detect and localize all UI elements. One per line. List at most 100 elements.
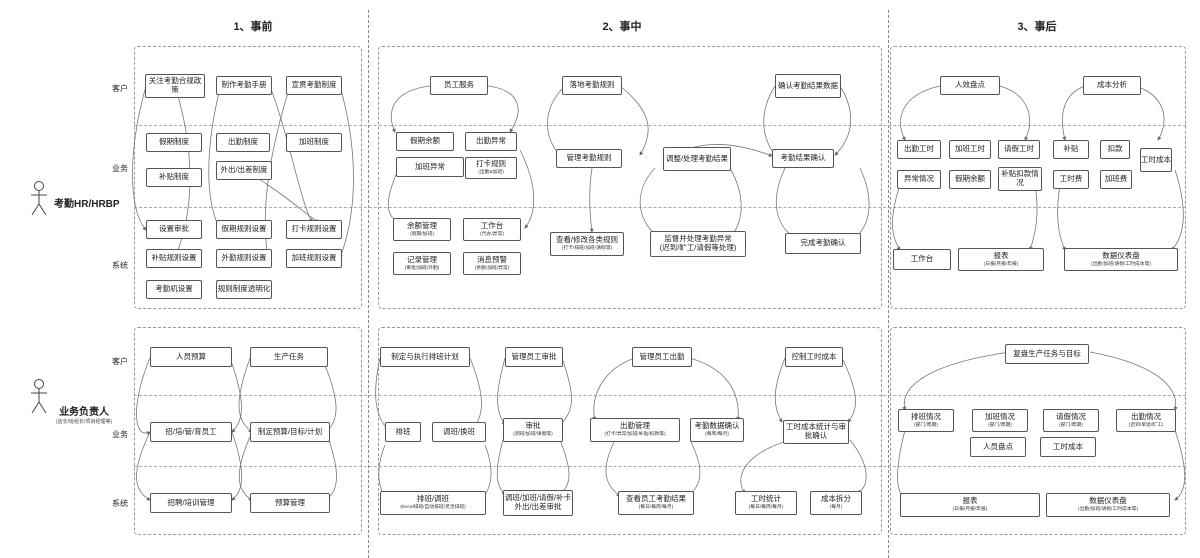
biz-business-node: 招/培/管/育员工	[150, 422, 232, 442]
biz-row-sep-2	[134, 466, 1186, 467]
biz-band-before	[134, 327, 362, 535]
hr-business-node: 假期余额	[396, 132, 454, 151]
hr-row-label-business: 业务	[112, 164, 128, 173]
hr-system-node: 数据仪表盘(出勤/加班/请假/工时成本等)	[1064, 248, 1178, 271]
biz-system-node: 调班/加班/请假/补卡外出/出差审批	[503, 490, 573, 516]
hr-system-node: 消息预警(余额/加班/异常)	[463, 252, 521, 275]
biz-row-label-business: 业务	[112, 430, 128, 439]
phase-divider-1	[368, 10, 369, 558]
hr-system-node: 加班规则设置	[286, 249, 342, 268]
biz-business-node: 请假情况(部门/周期)	[1043, 409, 1099, 432]
hr-customer-node: 落地考勤规则	[562, 76, 622, 95]
hr-business-node: 扣款	[1100, 140, 1130, 159]
hr-system-node: 外勤规则设置	[216, 249, 272, 268]
hr-system-node: 监督并处理考勤异常(迟到/旷工/请假等处理)	[650, 231, 746, 257]
hr-business-node: 加班费	[1100, 170, 1132, 189]
hr-customer-node: 宣贯考勤制度	[286, 76, 342, 95]
biz-person-icon	[31, 379, 47, 414]
hr-role: 考勤HR/HRBP	[54, 195, 120, 210]
hr-row-label-system: 系统	[112, 261, 128, 270]
biz-system-node: 招聘/培训管理	[150, 493, 232, 513]
hr-business-node: 出勤工时	[897, 140, 941, 159]
biz-row-label-customer: 客户	[112, 357, 128, 366]
biz-business-node: 审批(调班/加班/请假等)	[503, 418, 563, 442]
hr-customer-node: 员工服务	[430, 76, 488, 95]
hr-business-node: 加班异常	[396, 157, 464, 177]
hr-business-node: 加班工时	[949, 140, 991, 159]
biz-business-node: 考勤数据确认(每周/每月)	[690, 418, 744, 442]
hr-system-node: 设置审批	[146, 220, 202, 239]
biz-business-node: 排班情况(部门/周期)	[898, 409, 954, 432]
phase-divider-2	[888, 10, 889, 558]
hr-business-node: 工时成本	[1140, 148, 1172, 172]
biz-system-node: 预算管理	[250, 493, 330, 513]
hr-business-node: 加班制度	[286, 133, 342, 152]
phase-title-before: 1、事前	[233, 21, 273, 33]
hr-band-after	[890, 46, 1186, 309]
hr-customer-node: 关注考勤合规政策	[145, 74, 205, 98]
hr-system-node: 考勤机设置	[146, 280, 202, 299]
biz-customer-node: 控制工时成本	[785, 347, 843, 367]
hr-customer-node: 成本分析	[1083, 76, 1141, 95]
biz-role-sub: (店长/班组长/项目经理等)	[56, 419, 113, 425]
hr-band-during	[378, 46, 882, 309]
biz-system-node: 数据仪表盘(出勤/加班/请假/工时成本等)	[1046, 493, 1170, 517]
hr-customer-node: 确认考勤结果数据	[775, 74, 841, 98]
biz-business-node: 调班/换班	[432, 422, 486, 442]
hr-business-node: 工时费	[1053, 170, 1089, 189]
biz-business-node: 排班	[385, 422, 421, 442]
hr-row-sep-1	[134, 125, 1186, 126]
hr-role-name: 考勤HR/HRBP	[54, 199, 120, 210]
biz-system-node: 报表(日报/月报/年报)	[900, 493, 1040, 517]
hr-system-node: 工作台(代办/异常)	[463, 218, 521, 241]
biz-band-during	[378, 327, 882, 535]
hr-system-node: 完成考勤确认	[785, 233, 861, 254]
hr-business-node: 补贴制度	[146, 168, 202, 187]
biz-business-node: 工时成本	[1040, 437, 1096, 457]
hr-business-node: 补贴	[1053, 140, 1089, 159]
hr-row-label-customer: 客户	[112, 84, 128, 93]
biz-system-node: 工时统计(每日/每周/每月)	[735, 491, 797, 515]
hr-system-node: 补贴规则设置	[146, 249, 202, 268]
hr-system-node: 假期规则设置	[216, 220, 272, 239]
biz-business-node: 加班情况(部门/周期)	[972, 409, 1028, 432]
biz-role-name: 业务负责人	[59, 407, 110, 418]
biz-system-node: 查看员工考勤结果(每日/每周/每月)	[618, 491, 694, 515]
hr-business-node: 出勤制度	[216, 133, 270, 152]
hr-customer-node: 人效盘点	[940, 76, 1000, 95]
hr-system-node: 余额管理(假期/加班)	[393, 218, 451, 241]
hr-customer-node: 制作考勤手册	[216, 76, 272, 95]
hr-business-node: 管理考勤规则	[556, 149, 622, 168]
hr-system-node: 查看/修改各类规则(打卡/排班/加班/请假等)	[550, 232, 624, 256]
hr-system-node: 规则制度透明化	[216, 280, 272, 299]
biz-business-node: 人员盘点	[970, 437, 1026, 457]
hr-person-icon	[31, 181, 47, 216]
hr-system-node: 打卡规则设置	[286, 220, 342, 239]
hr-business-node: 补贴扣款情况	[998, 167, 1042, 191]
biz-business-node: 制定预算/目标/计划	[250, 422, 330, 442]
biz-band-after	[890, 327, 1186, 535]
phase-title-during: 2、事中	[602, 21, 642, 33]
biz-customer-node: 生产任务	[250, 347, 328, 367]
biz-business-node: 出勤管理(打卡/异常/加班/补贴/扣款等)	[590, 418, 680, 442]
hr-business-node: 外出/出差制度	[216, 161, 272, 180]
biz-business-node: 工时成本统计与审批确认	[783, 420, 849, 444]
hr-system-node: 工作台	[893, 249, 951, 270]
hr-business-node: 请假工时	[998, 140, 1040, 159]
biz-customer-node: 管理员工出勤	[632, 347, 692, 367]
hr-business-node: 打卡规则(出勤&加班)	[465, 157, 517, 179]
hr-row-sep-2	[134, 207, 1186, 208]
hr-business-node: 考勤结果确认	[772, 149, 834, 168]
hr-business-node: 出勤异常	[465, 132, 517, 151]
biz-system-node: 排班/调班(Excel排班/自动排班/灵活排班)	[380, 491, 486, 515]
biz-customer-node: 管理员工审批	[505, 347, 563, 367]
hr-system-node: 报表(日报/月报/年报)	[958, 248, 1044, 271]
biz-row-sep-1	[134, 395, 1186, 396]
phase-title-after: 3、事后	[1017, 21, 1057, 33]
biz-system-node: 成本拆分(每月)	[810, 491, 862, 515]
hr-business-node: 异常情况	[897, 170, 941, 189]
hr-business-node: 假期制度	[146, 133, 202, 152]
biz-row-label-system: 系统	[112, 499, 128, 508]
hr-system-node: 记录管理(审批/加班/外勤)	[393, 252, 451, 275]
biz-business-node: 出勤情况(迟到/早退/旷工)	[1116, 409, 1176, 432]
